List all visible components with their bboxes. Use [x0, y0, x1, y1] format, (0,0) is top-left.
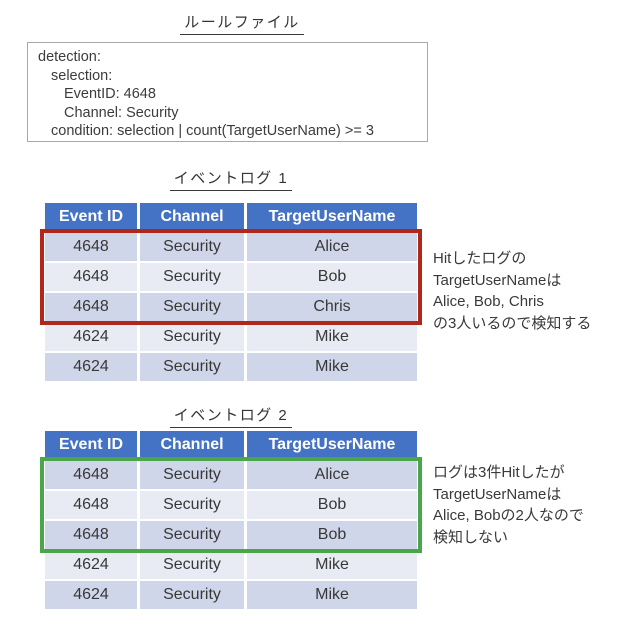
annotation-line: Alice, Bob, Chris [433, 293, 544, 310]
table-row: 4624 Security Mike [45, 321, 417, 351]
rule-code-line: condition: selection | count(TargetUserN… [51, 123, 374, 139]
table-cell: Security [140, 579, 247, 609]
rule-code-line: detection: [38, 49, 101, 65]
header-cell-event-id: Event ID [45, 203, 140, 231]
table-cell: 4648 [45, 489, 140, 519]
table-cell: Mike [247, 321, 417, 351]
table-cell: 4648 [45, 231, 140, 261]
event-log-2-table-wrap: Event ID Channel TargetUserName 4648 Sec… [40, 431, 422, 609]
event-log-2-title-text: イベントログ 2 [169, 404, 293, 428]
table-row: 4648 Security Alice [45, 231, 417, 261]
table-cell: 4648 [45, 459, 140, 489]
rule-code-line: Channel: Security [64, 104, 179, 121]
annotation-line: の3人いるので検知する [433, 314, 592, 332]
table-row: 4624 Security Mike [45, 549, 417, 579]
header-cell-targetusername: TargetUserName [247, 203, 417, 231]
annotation-line: ログは3件Hitしたが [433, 464, 565, 481]
event-log-1-annotation: Hitしたログの TargetUserNameは Alice, Bob, Chr… [433, 248, 638, 334]
table-cell: 4648 [45, 291, 140, 321]
annotation-line: TargetUserNameは [433, 271, 562, 289]
event-log-2-title: イベントログ 2 [45, 404, 417, 428]
event-log-1-table-wrap: Event ID Channel TargetUserName 4648 Sec… [40, 203, 422, 381]
table-row: 4648 Security Bob [45, 519, 417, 549]
table-header-row: Event ID Channel TargetUserName [45, 431, 417, 459]
table-cell: Mike [247, 549, 417, 579]
table-header-row: Event ID Channel TargetUserName [45, 203, 417, 231]
event-log-1-table: Event ID Channel TargetUserName 4648 Sec… [45, 203, 417, 381]
rule-file-title: ルールファイル [27, 11, 457, 35]
annotation-line: 検知しない [433, 528, 509, 546]
rule-code-line: selection: [51, 67, 113, 84]
table-cell: Bob [247, 261, 417, 291]
table-cell: Security [140, 291, 247, 321]
table-cell: 4624 [45, 549, 140, 579]
table-row: 4624 Security Mike [45, 579, 417, 609]
event-log-1-title-text: イベントログ 1 [169, 167, 293, 191]
table-cell: Security [140, 261, 247, 291]
header-cell-channel: Channel [140, 431, 247, 459]
table-cell: Security [140, 459, 247, 489]
annotation-line: TargetUserNameは [433, 485, 562, 503]
table-cell: Security [140, 549, 247, 579]
table-row: 4648 Security Chris [45, 291, 417, 321]
annotation-line: Hitしたログの [433, 250, 527, 267]
header-cell-event-id: Event ID [45, 431, 140, 459]
event-log-1-title: イベントログ 1 [45, 167, 417, 191]
table-row: 4648 Security Bob [45, 489, 417, 519]
rule-file-box: detection: selection: EventID: 4648 Chan… [27, 42, 428, 142]
table-cell: 4648 [45, 261, 140, 291]
rule-file-title-text: ルールファイル [180, 11, 304, 35]
event-log-2-annotation: ログは3件Hitしたが TargetUserNameは Alice, Bobの2… [433, 462, 638, 548]
table-cell: Chris [247, 291, 417, 321]
table-cell: 4648 [45, 519, 140, 549]
table-cell: Security [140, 519, 247, 549]
table-row: 4648 Security Alice [45, 459, 417, 489]
table-cell: Bob [247, 489, 417, 519]
table-cell: 4624 [45, 321, 140, 351]
table-cell: Security [140, 489, 247, 519]
table-cell: Security [140, 351, 247, 381]
table-row: 4648 Security Bob [45, 261, 417, 291]
table-cell: Mike [247, 579, 417, 609]
table-row: 4624 Security Mike [45, 351, 417, 381]
header-cell-channel: Channel [140, 203, 247, 231]
rule-code-line: EventID: 4648 [64, 86, 156, 102]
table-cell: Alice [247, 231, 417, 261]
table-cell: 4624 [45, 579, 140, 609]
table-cell: Alice [247, 459, 417, 489]
annotation-line: Alice, Bobの2人なので [433, 507, 584, 524]
event-log-2-table: Event ID Channel TargetUserName 4648 Sec… [45, 431, 417, 609]
table-cell: Bob [247, 519, 417, 549]
table-cell: 4624 [45, 351, 140, 381]
table-cell: Mike [247, 351, 417, 381]
header-cell-targetusername: TargetUserName [247, 431, 417, 459]
table-cell: Security [140, 321, 247, 351]
table-cell: Security [140, 231, 247, 261]
